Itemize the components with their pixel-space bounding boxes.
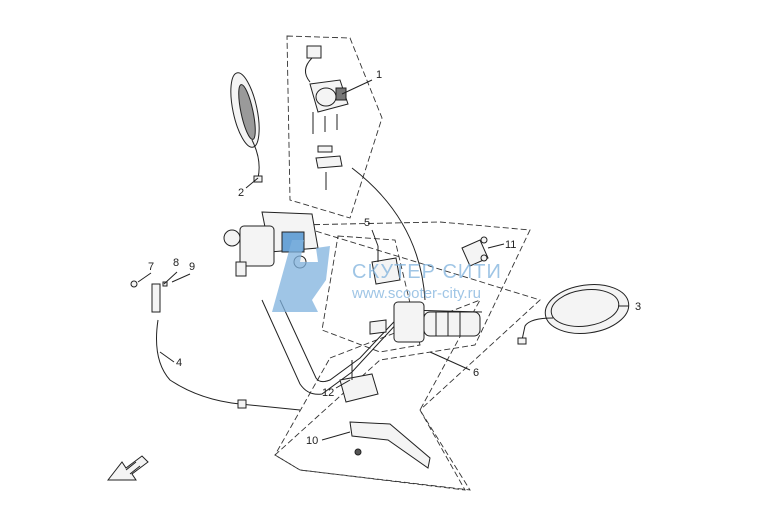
callout-6: 6	[473, 367, 479, 379]
callout-8: 8	[173, 257, 179, 269]
right-switch-bracket	[369, 246, 401, 335]
group-outline-lever	[274, 299, 481, 491]
watermark-logo-icon	[272, 240, 330, 312]
leader-lines	[137, 79, 629, 441]
direction-arrow-icon	[106, 455, 149, 481]
watermark-title: СКУТЕР СИТИ	[352, 261, 502, 283]
callout-2: 2	[238, 187, 244, 199]
group-outline-switch-left	[286, 35, 383, 219]
right-mirror	[517, 284, 630, 345]
watermark-url: www.scooter-city.ru	[351, 285, 481, 302]
watermark: СКУТЕР СИТИ www.scooter-city.ru	[272, 240, 502, 312]
brake-master-cylinder	[223, 211, 319, 277]
throttle-grip	[393, 301, 481, 343]
callout-10: 10	[306, 435, 318, 447]
mirror-clamp	[461, 236, 489, 267]
callout-3: 3	[635, 301, 641, 313]
callout-4: 4	[176, 357, 182, 369]
switch-wire	[351, 167, 426, 301]
callout-7: 7	[148, 261, 154, 273]
callout-9: 9	[189, 261, 195, 273]
left-mirror	[230, 72, 263, 183]
brake-cable	[130, 280, 301, 411]
brake-lever	[339, 360, 431, 469]
left-switch-assembly	[305, 45, 349, 190]
group-outline-switch-right	[321, 235, 421, 353]
callout-5: 5	[364, 217, 370, 229]
callout-1: 1	[376, 69, 382, 81]
callout-12: 12	[322, 387, 334, 399]
callout-11: 11	[505, 239, 516, 251]
